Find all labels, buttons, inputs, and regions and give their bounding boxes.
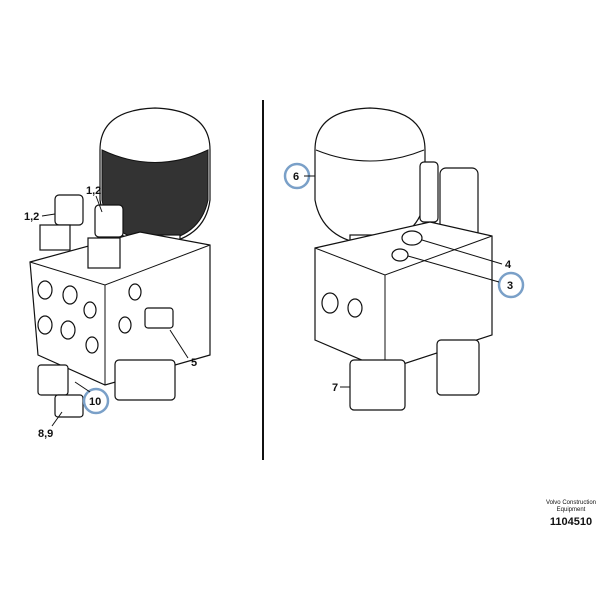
port (62, 285, 78, 305)
callout-5: 5 (191, 357, 197, 369)
left-valve-assembly (29, 107, 211, 418)
callout-7: 7 (332, 382, 338, 394)
port (128, 283, 142, 301)
solenoid-coil (54, 194, 84, 226)
block-edges (314, 235, 493, 370)
leader-line (51, 411, 63, 427)
brand-line-1: Volvo Construction (545, 500, 596, 506)
port (37, 280, 53, 300)
solenoid-connector (39, 224, 71, 251)
callout-6: 6 (293, 171, 299, 183)
accumulator-seam (315, 149, 425, 162)
leader-line (74, 381, 91, 393)
lower-solenoid-nut (54, 394, 84, 418)
callout-8-9: 8,9 (38, 428, 53, 440)
port (37, 315, 53, 335)
lower-solenoid (436, 339, 480, 396)
leader-line (169, 329, 189, 359)
drawing-number: 1104510 (549, 516, 593, 528)
solenoid-connector (419, 161, 439, 223)
highlight-circle-3 (497, 271, 525, 299)
callout-1-2-left: 1,2 (24, 211, 39, 223)
leader-line (421, 239, 503, 265)
solenoid-coil (94, 204, 124, 238)
plug (401, 230, 423, 246)
callout-4: 4 (505, 259, 512, 271)
accumulator (314, 107, 426, 246)
ports (37, 280, 142, 354)
drawing-info: Volvo Construction Equipment 1104510 (546, 500, 596, 528)
valve-block (314, 221, 493, 371)
port (118, 316, 132, 334)
port (85, 336, 99, 354)
right-valve-assembly (314, 107, 493, 411)
lower-cartridge (349, 359, 406, 411)
port (347, 298, 363, 318)
lower-solenoid (37, 364, 69, 396)
valve-block (29, 231, 211, 386)
port (60, 320, 76, 340)
right-callouts: 6 4 3 7 (283, 162, 525, 394)
callout-10: 10 (89, 396, 101, 408)
lower-cartridge (114, 359, 176, 401)
left-callouts: 1,2 1,2 5 10 8,9 (24, 185, 197, 440)
leader-line (407, 255, 500, 283)
callout-3: 3 (507, 280, 513, 292)
plug-small (391, 248, 409, 262)
callout-1-2-upper: 1,2 (86, 185, 101, 197)
block-edges (29, 244, 211, 385)
plug (144, 307, 174, 329)
leader-line (41, 213, 56, 217)
port (321, 292, 339, 314)
highlight-circle-10 (82, 387, 110, 415)
solenoid-valves (39, 194, 124, 269)
port (83, 301, 97, 319)
solenoid-connector (87, 237, 121, 269)
leader-line (95, 195, 103, 213)
brand-line-2: Equipment (556, 507, 586, 513)
